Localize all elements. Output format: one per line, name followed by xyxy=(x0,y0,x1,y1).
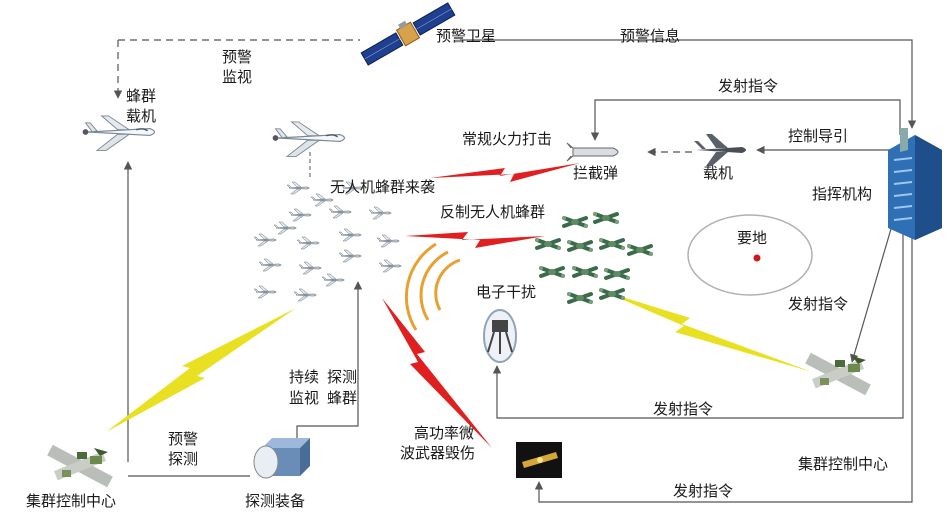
warning-detect-label-1: 预警 xyxy=(168,430,199,448)
control-guide-label: 控制导引 xyxy=(788,127,849,145)
fire-strike-label: 常规火力打击 xyxy=(462,130,553,148)
control-link-bolt-right xyxy=(600,290,812,372)
warning-info-label: 预警信息 xyxy=(620,27,681,45)
satellite-icon xyxy=(360,2,456,66)
detect-swarm-label-2: 蜂群 xyxy=(327,389,358,407)
jamming-wave-1 xyxy=(434,258,461,311)
command-building-icon xyxy=(888,128,942,240)
launch-cmd-right-arrow xyxy=(850,221,894,363)
launch-cmd-right-label: 发射指令 xyxy=(788,295,849,313)
warning-info-arrow xyxy=(460,39,917,129)
counter-swarm-bolt xyxy=(405,232,545,248)
jamming-wave-2 xyxy=(419,250,449,321)
key-site-dot xyxy=(753,254,761,262)
cluster-control-base-left xyxy=(47,444,113,488)
cluster-center-right-label: 集群控制中心 xyxy=(798,455,889,473)
continuous-monitor-label-1: 持续 xyxy=(289,368,320,386)
launch-cmd-top-arrow xyxy=(590,99,901,141)
fire-strike-bolt xyxy=(430,163,580,182)
continuous-monitor-label-2: 监视 xyxy=(289,389,320,407)
key-site-ring xyxy=(687,214,813,296)
swarm-carrier-aircraft-center xyxy=(271,121,346,158)
launch-cmd-mid-arrow xyxy=(492,228,904,419)
interceptor-missile-icon xyxy=(566,142,619,162)
ew-jamming-label: 电子干扰 xyxy=(476,283,537,301)
hpm-weapon-icon xyxy=(516,442,562,478)
warning-monitor-label-1: 预警 xyxy=(222,48,253,66)
carrier-aircraft-label: 载机 xyxy=(703,164,734,182)
fighter-jet-icon xyxy=(694,134,746,166)
command-org-label: 指挥机构 xyxy=(812,185,873,203)
swarm-carrier-label-1: 蜂群 xyxy=(126,87,157,105)
key-site-label: 要地 xyxy=(737,229,768,247)
detection-equipment-label: 探测装备 xyxy=(245,492,306,510)
jamming-wave-3 xyxy=(404,242,437,331)
cluster-center-left-label: 集群控制中心 xyxy=(26,492,117,510)
satellite-label: 预警卫星 xyxy=(436,27,497,45)
warning-detect-label-2: 探测 xyxy=(168,450,199,468)
launch-cmd-bottom-label: 发射指令 xyxy=(673,482,734,500)
launch-cmd-mid-label: 发射指令 xyxy=(653,400,714,418)
radar-icon xyxy=(253,438,310,479)
warning-monitor-label-2: 监视 xyxy=(222,68,253,86)
cluster-control-base-right xyxy=(805,352,871,396)
hpm-label-2: 波武器毁伤 xyxy=(400,444,476,462)
launch-cmd-bottom-arrow xyxy=(534,228,913,503)
launch-cmd-top-label: 发射指令 xyxy=(718,77,779,95)
detect-swarm-label-1: 探测 xyxy=(327,368,358,386)
counter-swarm-label: 反制无人机蜂群 xyxy=(440,203,546,221)
drone-swarm xyxy=(253,181,402,302)
swarm-carrier-label-2: 载机 xyxy=(126,107,157,125)
hpm-bolt xyxy=(382,298,492,448)
interceptor-label: 拦截弹 xyxy=(573,164,619,182)
control-link-bolt-left xyxy=(106,308,296,432)
ew-jammer-icon xyxy=(483,309,517,363)
hpm-label-1: 高功率微 xyxy=(414,424,475,442)
drone-attack-label: 无人机蜂群来袭 xyxy=(330,178,436,196)
counter-drone-swarm xyxy=(533,210,655,306)
